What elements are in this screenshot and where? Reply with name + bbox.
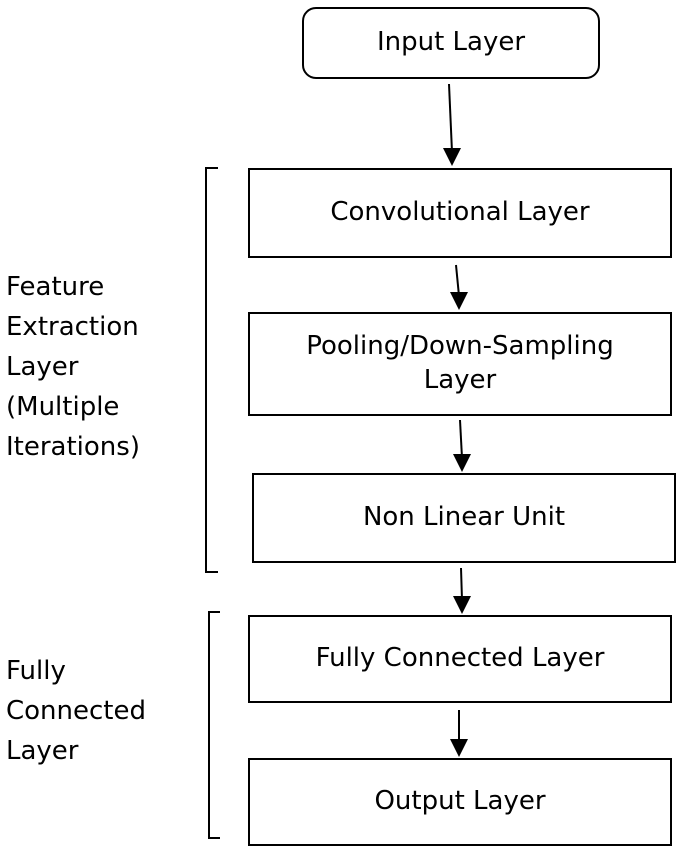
node-input-layer-label: Input Layer — [376, 27, 526, 58]
node-convolutional-layer: Convolutional Layer — [248, 168, 672, 258]
edge-conv-to-pooling — [450, 264, 468, 310]
node-nonlinear-unit: Non Linear Unit — [252, 473, 676, 563]
edge-pooling-to-nonlinear — [453, 419, 471, 472]
node-output-layer: Output Layer — [248, 758, 672, 846]
edge-input-to-conv — [443, 83, 461, 166]
node-fully-connected-layer: Fully Connected Layer — [248, 615, 672, 703]
group-label-fully-connected: Fully Connected Layer — [6, 656, 147, 766]
node-input-layer: Input Layer — [302, 7, 600, 79]
node-pooling-layer-label: Pooling/Down-Sampling Layer — [306, 331, 614, 395]
node-output-layer-label: Output Layer — [374, 786, 546, 817]
group-label-feature-extraction: Feature Extraction Layer (Multiple Itera… — [6, 272, 140, 462]
node-convolutional-layer-label: Convolutional Layer — [330, 197, 590, 228]
bracket-fully-connected — [208, 611, 220, 839]
node-nonlinear-unit-label: Non Linear Unit — [362, 502, 566, 533]
edge-nonlinear-to-fully-connected — [453, 567, 471, 614]
edge-fully-connected-to-output — [450, 710, 468, 757]
node-pooling-layer: Pooling/Down-Sampling Layer — [248, 312, 672, 416]
node-fully-connected-layer-label: Fully Connected Layer — [315, 643, 605, 674]
bracket-feature-extraction — [205, 167, 218, 573]
